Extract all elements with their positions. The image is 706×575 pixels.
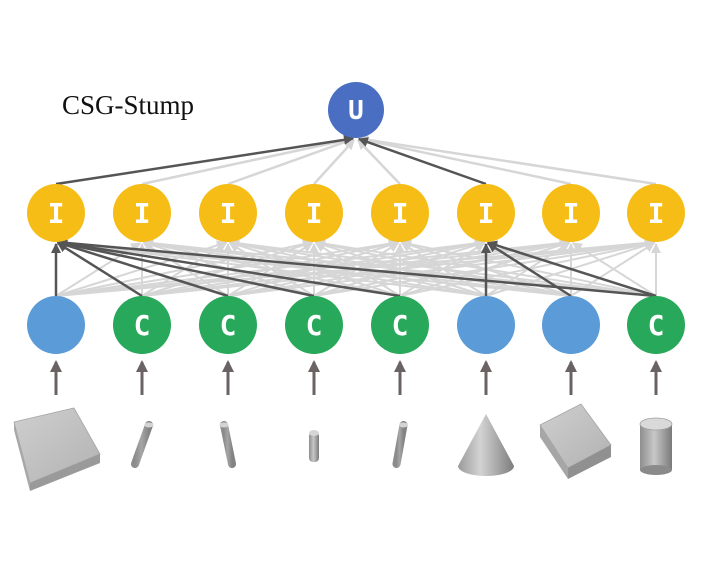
intersection-node-label: I (306, 197, 323, 230)
edge-light (228, 238, 657, 297)
complement-primitive-node (627, 296, 685, 354)
complement-primitive-node (113, 296, 171, 354)
box-side-face (30, 454, 100, 491)
cylinder-cap (399, 422, 408, 428)
union-node (328, 82, 384, 138)
complement-label: C (392, 309, 409, 342)
diagram-title: CSG-Stump (62, 90, 195, 120)
intersection-node (285, 184, 343, 242)
cylinder-cap (639, 417, 673, 431)
primitive-node (457, 296, 515, 354)
thin-cylinder-icon (131, 421, 154, 468)
intersection-node-label: I (220, 197, 237, 230)
cylinder-cap (219, 422, 229, 428)
edge-active (486, 242, 572, 298)
edge-union (55, 134, 355, 186)
cylinder-shade (220, 421, 236, 468)
edge-union (357, 137, 487, 186)
box-side-face (568, 445, 611, 479)
cylinder-icon (639, 417, 673, 475)
edge-light (56, 238, 487, 297)
cylinder-shade (131, 421, 153, 468)
complement-label: C (220, 309, 237, 342)
thin-cylinder-icon (392, 421, 408, 468)
edge-union (141, 135, 355, 186)
flat-box-icon (13, 407, 101, 491)
union-node-label: U (348, 96, 364, 126)
edge-active (486, 240, 657, 298)
edge-active (56, 238, 401, 298)
complement-label: C (306, 309, 323, 342)
intersection-node (371, 184, 429, 242)
intersection-node-label: I (48, 197, 65, 230)
edge-light (571, 242, 657, 297)
edge-active (56, 240, 229, 298)
primitive-node (27, 296, 85, 354)
complement-label: C (134, 309, 151, 342)
intersection-node-label: I (392, 197, 409, 230)
complement-primitive-node (371, 296, 429, 354)
intersection-node-label: I (563, 197, 580, 230)
box-icon (539, 403, 612, 479)
edge-union (227, 137, 355, 186)
cylinder-body (309, 432, 319, 462)
intersection-node (113, 184, 171, 242)
complement-label: C (648, 309, 665, 342)
cylinder-bottom (640, 465, 672, 475)
complement-primitive-node (199, 296, 257, 354)
edge-active (56, 239, 315, 298)
cylinder-cap (309, 430, 319, 436)
cylinder-body (640, 424, 672, 470)
intersection-node-label: I (134, 197, 151, 230)
cone-body (458, 414, 514, 476)
intersection-node (542, 184, 600, 242)
intersection-node (199, 184, 257, 242)
box-side-face (14, 422, 30, 491)
thin-cylinder-icon (219, 421, 236, 468)
box-side-face (540, 425, 568, 479)
edge-union (357, 135, 572, 186)
edge-union (357, 134, 657, 186)
intersection-node-label: I (648, 197, 665, 230)
primitive-node (542, 296, 600, 354)
cylinder-cap (144, 422, 154, 428)
intersection-node (457, 184, 515, 242)
complement-primitive-node (285, 296, 343, 354)
intersection-node (627, 184, 685, 242)
cone-icon (458, 414, 514, 476)
edge-union (357, 139, 401, 185)
intersection-node-label: I (478, 197, 495, 230)
short-cylinder-icon (309, 430, 319, 462)
edge-light (142, 238, 657, 297)
intersection-node (27, 184, 85, 242)
cylinder-shade (392, 421, 408, 468)
edge-union (313, 139, 355, 185)
edge-active (56, 242, 143, 298)
